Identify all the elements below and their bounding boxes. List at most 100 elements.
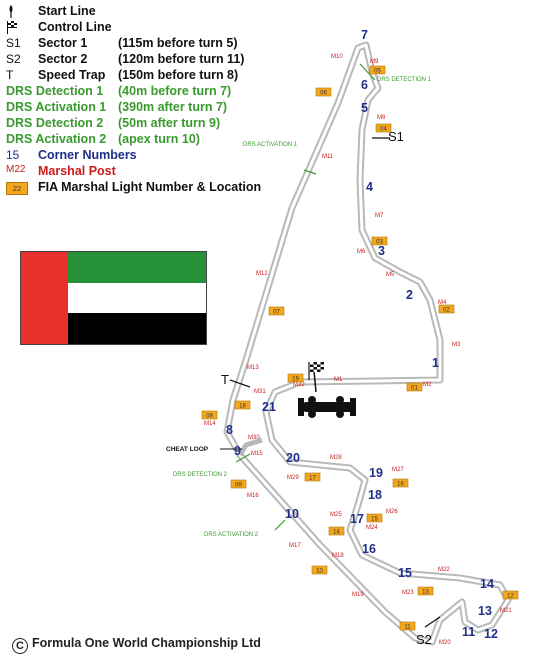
legend-key: S1 — [6, 36, 21, 50]
start-line-icon — [6, 4, 36, 21]
marshal-post: M3 — [452, 342, 461, 348]
fia-light: 20 — [0, 0, 7, 2]
start-line-marker — [313, 370, 317, 393]
fia-light: 05 — [369, 65, 386, 75]
drs-detection1-label: DRS DETECTION 1 — [377, 77, 432, 83]
marshal-post: M4 — [438, 300, 447, 306]
svg-text:14: 14 — [333, 530, 340, 536]
marshal-post: M26 — [386, 509, 398, 515]
fia-light: 16 — [392, 478, 409, 488]
fia-light: 04 — [375, 123, 392, 133]
uae-flag — [20, 251, 207, 345]
drs-detection2-marker — [235, 453, 251, 463]
t-marker — [229, 379, 251, 388]
legend-desc: (50m after turn 9) — [118, 116, 221, 130]
s2-marker — [424, 616, 441, 628]
corner-number: 20 — [286, 451, 300, 465]
svg-text:08: 08 — [206, 414, 213, 420]
legend-label: Marshal Post — [38, 164, 116, 178]
svg-text:02: 02 — [443, 308, 450, 314]
fia-light-icon: 22 — [6, 180, 36, 195]
corner-numbers: 1 2 3 4 5 6 7 8 9 10 11 12 13 14 15 16 1… — [226, 28, 498, 641]
legend-label: FIA Marshal Light Number & Location — [38, 180, 262, 194]
svg-text:04: 04 — [380, 127, 387, 133]
marshal-post: M11 — [322, 154, 334, 160]
svg-text:15: 15 — [371, 517, 378, 523]
corner-number: 11 — [462, 625, 475, 639]
corner-number: 14 — [480, 577, 494, 591]
legend-desc: (apex turn 10) — [118, 132, 200, 146]
cheat-loop-label: CHEAT LOOP — [166, 446, 209, 453]
svg-text:07: 07 — [273, 310, 280, 316]
svg-text:18: 18 — [239, 404, 246, 410]
drs-detection2-label: DRS DETECTION 2 — [173, 472, 228, 478]
marshal-post: M31 — [254, 389, 266, 395]
svg-text:05: 05 — [374, 69, 381, 75]
fia-lights: 01 02 03 04 05 06 07 08 09 10 11 12 13 1… — [0, 0, 519, 631]
fia-light: 10 — [311, 565, 328, 575]
track-outline-inner — [225, 43, 510, 644]
fia-light: 07 — [268, 306, 285, 316]
legend-label: Corner Numbers — [38, 148, 137, 162]
fia-light: 17 — [304, 472, 321, 482]
marshal-post: M24 — [366, 525, 378, 531]
legend-label: DRS Activation 2 — [6, 132, 107, 146]
marshal-post: M16 — [247, 493, 259, 499]
svg-text:13: 13 — [422, 590, 429, 596]
fia-light: 19 — [287, 373, 304, 383]
marshal-posts: M1 M2 M3 M4 M5 M6 M7 M8 M9 M10 M11 M12 M… — [204, 54, 512, 646]
track-markers — [220, 63, 441, 628]
corner-number: 21 — [262, 400, 276, 414]
marshal-post: M14 — [204, 421, 216, 427]
fia-light: 02 — [438, 304, 455, 314]
speed-trap-label: T — [221, 372, 229, 387]
svg-text:06: 06 — [320, 91, 327, 97]
corner-number: 12 — [484, 627, 498, 641]
fia-light: 18 — [234, 400, 251, 410]
svg-text:11: 11 — [404, 625, 411, 631]
corner-number: 6 — [361, 78, 368, 92]
marshal-post: M2 — [423, 382, 432, 388]
marshal-post: M12 — [256, 271, 268, 277]
svg-text:01: 01 — [411, 386, 418, 392]
marshal-post: M18 — [332, 553, 344, 559]
marshal-post: M6 — [357, 249, 366, 255]
legend-label: DRS Detection 1 — [6, 84, 104, 98]
svg-text:03: 03 — [376, 240, 383, 246]
legend-label: Sector 1 — [38, 36, 88, 50]
flag-white-band — [68, 283, 206, 313]
flag-black-band — [68, 313, 206, 344]
corner-number: 7 — [361, 28, 368, 42]
marshal-post: M13 — [247, 365, 259, 371]
marshal-post: M17 — [289, 543, 301, 549]
legend-desc: (390m after turn 7) — [118, 100, 228, 114]
marshal-post: M28 — [330, 455, 342, 461]
corner-number: 19 — [369, 466, 383, 480]
checkered-flag-icon — [6, 20, 36, 37]
svg-text:16: 16 — [397, 482, 404, 488]
svg-text:12: 12 — [507, 594, 514, 600]
marshal-post: M29 — [287, 475, 299, 481]
marshal-post: M1 — [334, 377, 343, 383]
fia-light: 15 — [366, 513, 383, 523]
s1-label: S1 — [388, 129, 404, 144]
corner-number: 2 — [406, 288, 413, 302]
corner-number: 17 — [350, 512, 364, 526]
cheat-loop-track — [237, 437, 263, 457]
f1-car-icon — [298, 396, 356, 418]
corner-number: 8 — [226, 423, 233, 437]
legend-key: T — [6, 68, 14, 82]
marshal-post: M10 — [331, 54, 343, 60]
legend-label: Start Line — [38, 4, 96, 18]
marshal-post: M23 — [402, 590, 414, 596]
corner-number: 9 — [234, 444, 241, 458]
marshal-post: M22 — [438, 567, 450, 573]
corner-number: 4 — [366, 180, 373, 194]
marshal-post: M20 — [439, 640, 451, 646]
legend-desc: (150m before turn 8) — [118, 68, 239, 82]
corner-number: 16 — [362, 542, 376, 556]
fia-light: 03 — [371, 236, 388, 246]
s2-label: S2 — [416, 632, 432, 647]
